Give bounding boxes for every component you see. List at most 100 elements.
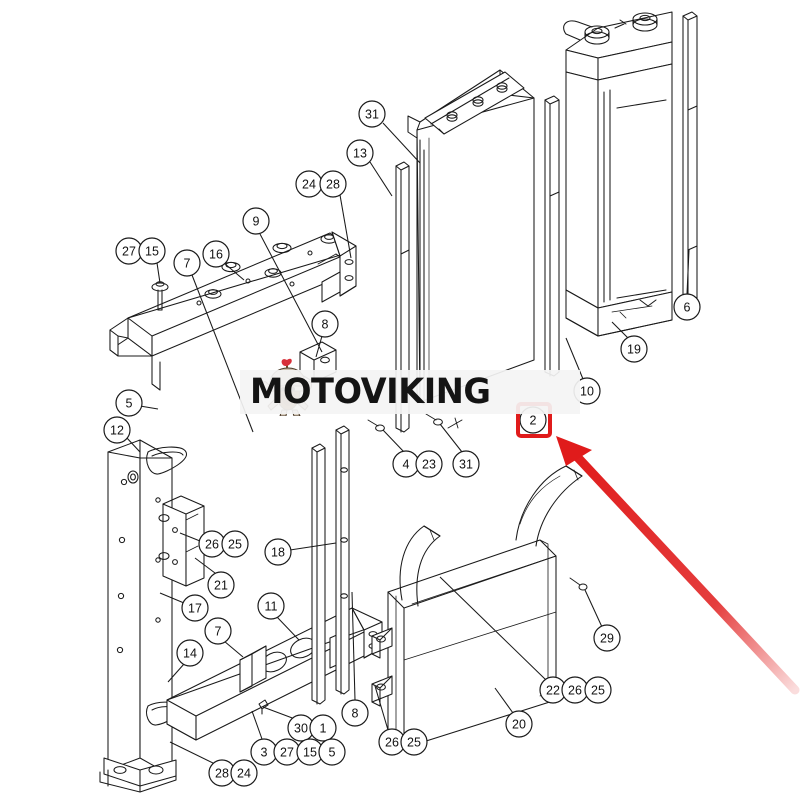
callout-leader-line bbox=[382, 429, 405, 453]
red-arrow-icon bbox=[563, 442, 800, 695]
callout-circle bbox=[584, 676, 612, 704]
callout-leader-line bbox=[686, 249, 690, 295]
callout-number: 20 bbox=[512, 718, 526, 732]
callout-bubble[interactable]: 11 bbox=[257, 592, 285, 620]
callout-leader-line bbox=[179, 532, 201, 542]
callout-bubble[interactable]: 13 bbox=[346, 139, 374, 167]
callout-circle bbox=[221, 530, 249, 558]
callout-number: 24 bbox=[302, 178, 316, 192]
callout-leader-line bbox=[194, 557, 216, 574]
callout-number: 31 bbox=[459, 458, 473, 472]
callout-circle bbox=[204, 617, 232, 645]
radiator-top-tank bbox=[563, 11, 673, 81]
callout-leader-line bbox=[369, 161, 393, 197]
callout-bubble[interactable]: 8 bbox=[311, 310, 339, 338]
callout-bubble[interactable]: 10 bbox=[573, 377, 601, 405]
callout-circle bbox=[311, 310, 339, 338]
cooler-core-center bbox=[407, 69, 535, 405]
callout-number: 28 bbox=[326, 178, 340, 192]
callout-leader-line bbox=[159, 592, 185, 604]
bolt-washer-upper-left bbox=[151, 281, 169, 311]
callout-leader-line bbox=[125, 436, 141, 453]
callout-number: 14 bbox=[183, 647, 197, 661]
callout-bubble[interactable]: 15 bbox=[138, 237, 166, 265]
callout-bubble[interactable]: 1 bbox=[309, 714, 337, 742]
callout-number: 19 bbox=[627, 343, 641, 357]
callout-bubble[interactable]: 27 bbox=[115, 237, 143, 265]
red-arrow-head-icon bbox=[556, 436, 592, 466]
callout-number: 31 bbox=[365, 108, 379, 122]
callout-number: 25 bbox=[228, 538, 242, 552]
callout-bubble[interactable]: 15 bbox=[296, 738, 324, 766]
callout-number: 21 bbox=[214, 579, 228, 593]
callout-circle bbox=[242, 207, 270, 235]
callout-number: 24 bbox=[237, 767, 251, 781]
callout-bubble[interactable]: 14 bbox=[176, 639, 204, 667]
callout-number: 18 bbox=[271, 546, 285, 560]
callout-bubble[interactable]: 5 bbox=[318, 738, 346, 766]
callout-bubble[interactable]: 28 bbox=[319, 170, 347, 198]
callout-bubble[interactable]: 7 bbox=[204, 617, 232, 645]
callout-leader-line bbox=[259, 233, 323, 353]
callout-leader-line bbox=[611, 321, 630, 340]
callout-bubble[interactable]: 25 bbox=[221, 530, 249, 558]
callout-bubble[interactable]: 5 bbox=[115, 389, 143, 417]
callout-bubble[interactable]: 18 bbox=[264, 538, 292, 566]
callout-bubble[interactable]: 25 bbox=[584, 676, 612, 704]
callout-bubble[interactable]: 20 bbox=[505, 710, 533, 738]
callout-bubble[interactable]: 28 bbox=[208, 759, 236, 787]
lower-guide-rail-inner bbox=[311, 443, 326, 705]
callout-bubble[interactable]: 16 bbox=[202, 240, 230, 268]
callout-bubble[interactable]: 31 bbox=[358, 100, 386, 128]
callout-circle bbox=[264, 538, 292, 566]
callout-circle bbox=[202, 240, 230, 268]
callout-bubble[interactable]: 23 bbox=[415, 450, 443, 478]
callout-number: 6 bbox=[684, 301, 691, 315]
callout-bubble[interactable]: 9 bbox=[242, 207, 270, 235]
callout-bubble[interactable]: 21 bbox=[207, 571, 235, 599]
callout-number: 7 bbox=[215, 625, 222, 639]
callout-bubble[interactable]: 22 bbox=[539, 676, 567, 704]
callout-bubble[interactable]: 19 bbox=[620, 335, 648, 363]
callout-bubble[interactable]: 6 bbox=[673, 293, 701, 321]
callout-number: 26 bbox=[385, 736, 399, 750]
callout-bubble[interactable]: 25 bbox=[400, 728, 428, 756]
callout-circle bbox=[176, 639, 204, 667]
callout-circle bbox=[505, 710, 533, 738]
callout-number: 2 bbox=[530, 414, 537, 428]
callout-circle bbox=[346, 139, 374, 167]
callout-number: 15 bbox=[303, 746, 317, 760]
callout-bubble[interactable]: 24 bbox=[230, 759, 258, 787]
callout-leader-line bbox=[315, 335, 323, 358]
callout-leader-line bbox=[262, 706, 296, 720]
callout-circle bbox=[400, 728, 428, 756]
callout-number: 30 bbox=[294, 722, 308, 736]
callout-bubble[interactable]: 29 bbox=[593, 624, 621, 652]
callout-bubble[interactable]: 26 bbox=[198, 530, 226, 558]
callout-bubble[interactable]: 17 bbox=[181, 594, 209, 622]
callout-circle bbox=[138, 237, 166, 265]
callout-number: 8 bbox=[352, 707, 359, 721]
callout-bubble[interactable]: 31 bbox=[452, 450, 480, 478]
small-fasteners-center bbox=[367, 413, 463, 432]
callout-leader-line bbox=[223, 640, 244, 658]
callout-circle bbox=[593, 624, 621, 652]
callout-leader-line bbox=[276, 616, 300, 641]
callout-circle bbox=[230, 759, 258, 787]
callout-number: 4 bbox=[403, 458, 410, 472]
callout-number: 11 bbox=[265, 600, 278, 614]
callout-bubble[interactable]: 7 bbox=[173, 249, 201, 277]
side-guard-bar-right bbox=[682, 11, 698, 307]
callout-bubble[interactable]: 8 bbox=[341, 699, 369, 727]
callout-leader-line bbox=[351, 591, 356, 701]
callout-circle bbox=[309, 714, 337, 742]
callout-bubble[interactable]: 12 bbox=[103, 416, 131, 444]
callout-circle bbox=[452, 450, 480, 478]
callout-leader-line bbox=[289, 542, 337, 551]
lower-guide-rail bbox=[335, 425, 350, 695]
callout-leader-line bbox=[584, 589, 603, 628]
callout-circle bbox=[620, 335, 648, 363]
callout-number: 27 bbox=[122, 245, 136, 259]
callout-leader-line bbox=[169, 741, 216, 765]
callout-number: 9 bbox=[253, 215, 260, 229]
